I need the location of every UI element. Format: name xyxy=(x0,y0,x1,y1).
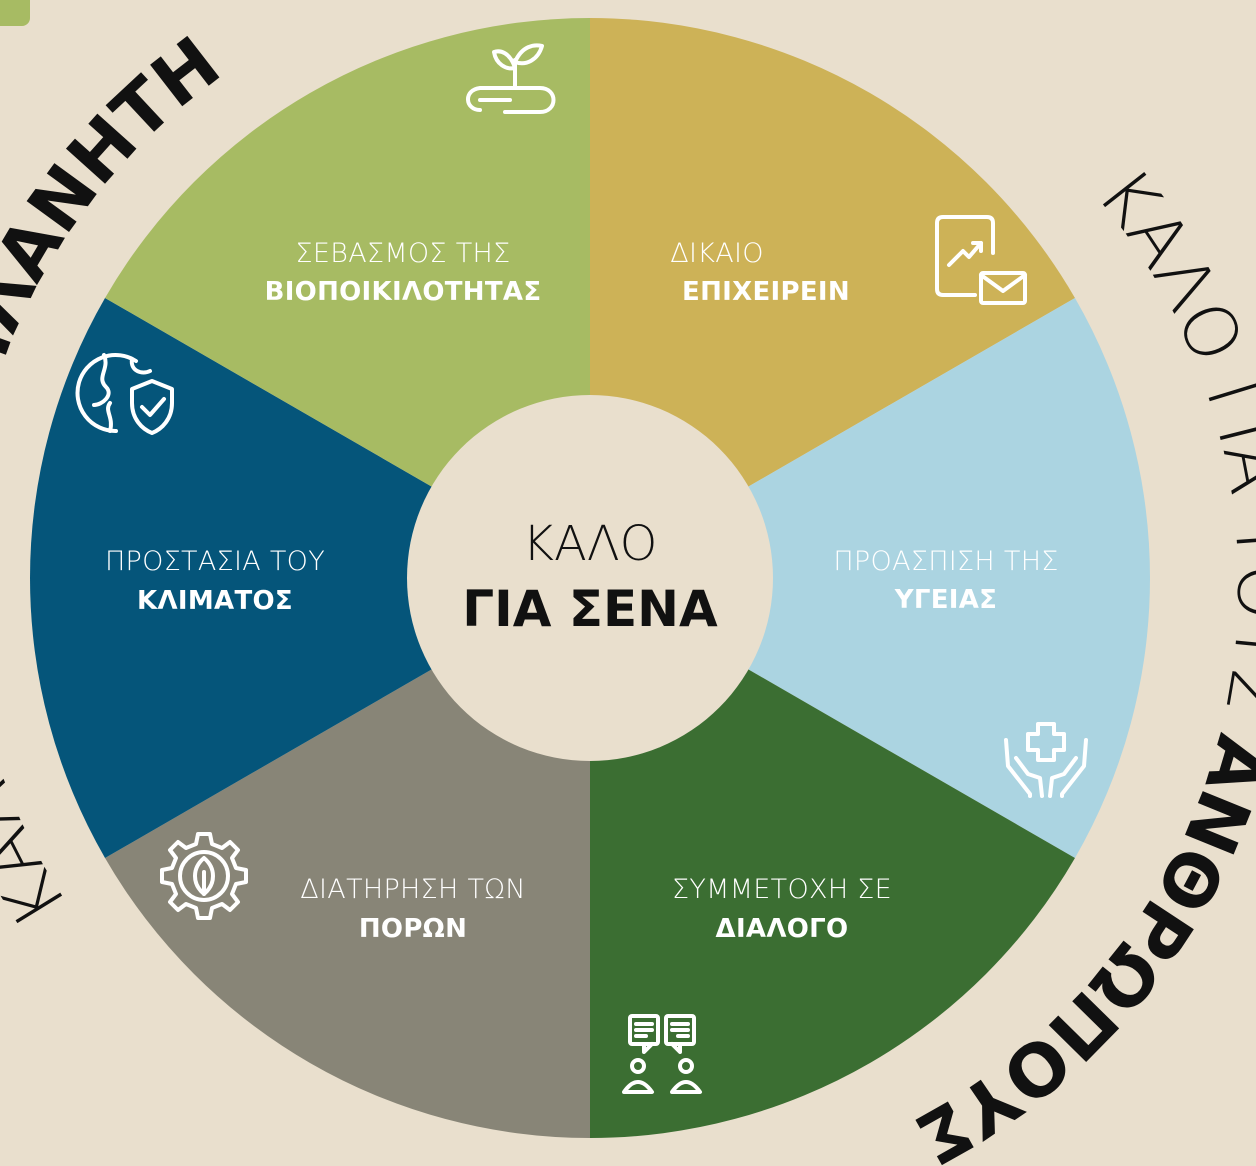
segment-biodiversity xyxy=(105,18,590,578)
segment-health xyxy=(590,298,1150,858)
label-resources-line2: ΠΟΡΩΝ xyxy=(359,914,467,944)
label-dialogue-line1: ΣΥΜΜΕΤΟΧΗ ΣΕ xyxy=(672,874,892,905)
label-biodiversity-line2: ΒΙΟΠΟΙΚΙΛΟΤΗΤΑΣ xyxy=(265,277,542,307)
chart-mail-icon xyxy=(935,215,1027,305)
label-health-line1: ΠΡΟΑΣΠΙΣΗ ΤΗΣ xyxy=(833,546,1058,577)
label-dialogue-line2: ΔΙΑΛΟΓΟ xyxy=(716,914,849,944)
chat-people-icon xyxy=(622,1014,702,1094)
wheel-segments xyxy=(30,18,1150,1138)
center-line2: ΓΙΑ ΣΕΝΑ xyxy=(462,580,718,638)
label-climate-line2: ΚΛΙΜΑΤΟΣ xyxy=(137,586,293,616)
hands-cross-icon xyxy=(1004,722,1088,798)
corner-tab xyxy=(0,0,30,26)
center-hub xyxy=(407,395,773,761)
label-resources-line1: ΔΙΑΤΗΡΗΣΗ ΤΩΝ xyxy=(300,874,525,905)
label-health-line2: ΥΓΕΙΑΣ xyxy=(894,585,998,615)
gear-leaf-icon xyxy=(160,832,248,920)
label-biodiversity-line1: ΣΕΒΑΣΜΟΣ ΤΗΣ xyxy=(296,238,511,269)
label-climate-line1: ΠΡΟΣΤΑΣΙΑ ΤΟΥ xyxy=(105,546,325,577)
sprout-icon xyxy=(466,43,556,114)
center-line1: ΚΑΛΟ xyxy=(523,516,658,572)
segment-fair-business xyxy=(590,18,1075,578)
globe-shield-icon xyxy=(75,353,174,435)
segment-dialogue xyxy=(590,578,1075,1138)
segment-climate xyxy=(30,298,591,858)
segment-resources xyxy=(105,578,590,1138)
label-fair-business-line2: ΕΠΙΧΕΙΡΕΙΝ xyxy=(682,277,850,307)
label-fair-business-line1: ΔΙΚΑΙΟ xyxy=(670,238,764,269)
